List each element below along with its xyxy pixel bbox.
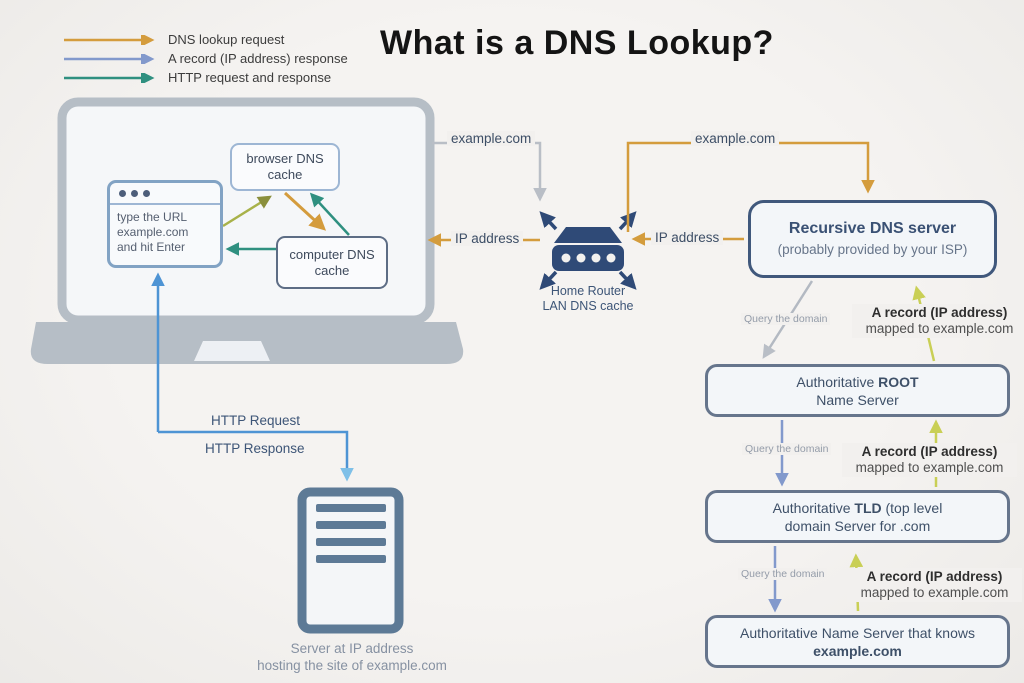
http-request-arrow-to-server: [158, 430, 354, 482]
router-caption-line: Home Router: [550, 284, 626, 298]
dns-lookup-arrow-icon: [64, 34, 155, 45]
a-record-label-2: A record (IP address) mapped to example.…: [842, 443, 1017, 477]
authoritative-nameserver-box: Authoritative Name Server that knows exa…: [705, 615, 1010, 668]
browser-url-line: and hit Enter: [117, 240, 186, 254]
browser-url-text: type the URL example.com and hit Enter: [110, 205, 220, 255]
box-text-line: cache: [267, 167, 303, 182]
a-record-label-3: A record (IP address) mapped to example.…: [847, 568, 1022, 602]
box-text-line: example.com: [813, 642, 902, 660]
query-domain-label-1: Query the domain: [741, 313, 831, 325]
box-text-line: Authoritative ROOT: [796, 373, 918, 391]
box-text: Authoritative: [772, 499, 855, 516]
http-response-label: HTTP Response: [205, 441, 305, 456]
box-text-line: Authoritative TLD (top level: [773, 499, 943, 517]
box-text-line: browser DNS: [246, 151, 324, 166]
box-text-line: cache: [314, 262, 350, 278]
legend-item-http: HTTP request and response: [62, 70, 348, 85]
flow-arrows: [151, 141, 943, 613]
a-record-sub-line: mapped to example.com: [860, 585, 1009, 600]
page-title: What is a DNS Lookup?: [380, 24, 774, 62]
a-record-bold-line: A record (IP address): [871, 305, 1008, 320]
dns-lookup-arrow-browser-to-browsercache: [222, 195, 272, 228]
query-domain-label-2: Query the domain: [742, 443, 832, 455]
browser-window: type the URL example.com and hit Enter: [107, 180, 223, 268]
legend-item-dns-lookup: DNS lookup request: [62, 32, 348, 47]
box-text-bold: TLD: [854, 499, 882, 516]
legend-label: HTTP request and response: [168, 70, 332, 85]
computer-dns-cache-box: computer DNS cache: [276, 236, 388, 289]
http-request-label: HTTP Request: [211, 413, 301, 428]
box-text-line: Authoritative Name Server that knows: [740, 624, 975, 641]
recursive-dns-server-box: Recursive DNS server (probably provided …: [748, 200, 997, 278]
box-text-bold: ROOT: [878, 373, 919, 390]
browser-window-titlebar: [110, 183, 220, 205]
box-text: (top level: [881, 499, 943, 516]
legend-item-a-record: A record (IP address) response: [62, 51, 348, 66]
window-dot-icon: [143, 189, 150, 197]
a-record-arrow-icon: [64, 53, 155, 64]
a-record-sub-line: mapped to example.com: [855, 460, 1004, 475]
http-arrow-icon: [64, 72, 155, 83]
example-request-laptop-to-router: [432, 141, 547, 202]
legend-label: DNS lookup request: [168, 32, 285, 47]
box-title: Recursive DNS server: [788, 219, 957, 237]
legend: DNS lookup request A record (IP address)…: [62, 32, 348, 85]
server-caption-line: hosting the site of example.com: [257, 658, 447, 673]
browser-dns-cache-box: browser DNS cache: [230, 143, 340, 191]
server-caption: Server at IP address hosting the site of…: [232, 640, 472, 674]
a-record-sub-line: mapped to example.com: [865, 321, 1014, 336]
server-icon: [297, 487, 404, 634]
router-icon: [539, 211, 637, 290]
a-record-bold-line: A record (IP address): [861, 444, 998, 459]
ip-address-label-right: IP address: [651, 230, 724, 245]
legend-label: A record (IP address) response: [168, 51, 348, 66]
browser-url-line: example.com: [117, 225, 189, 239]
window-dot-icon: [131, 189, 138, 197]
a-record-bold-line: A record (IP address): [866, 569, 1003, 584]
example-com-label-left: example.com: [447, 131, 536, 146]
box-subtitle: (probably provided by your ISP): [777, 241, 968, 257]
browser-url-line: type the URL: [117, 210, 188, 224]
response-arrow-computercache-to-browsercache: [309, 192, 350, 236]
server-caption-line: Server at IP address: [290, 641, 414, 656]
tld-nameserver-box: Authoritative TLD (top level domain Serv…: [705, 490, 1010, 543]
box-text-line: computer DNS: [289, 246, 375, 262]
box-text-bold: example.com: [813, 642, 902, 659]
router-caption: Home Router LAN DNS cache: [528, 284, 648, 314]
example-com-label-right: example.com: [691, 131, 780, 146]
dns-lookup-arrow-browsercache-to-computercache: [283, 191, 327, 231]
box-text: Authoritative: [796, 373, 879, 390]
box-text-line: domain Server for .com: [784, 517, 931, 534]
router-caption-line: LAN DNS cache: [542, 299, 634, 313]
window-dot-icon: [119, 189, 126, 197]
laptop-icon: [30, 97, 464, 364]
query-domain-label-3: Query the domain: [738, 568, 828, 580]
root-nameserver-box: Authoritative ROOT Name Server: [705, 364, 1010, 417]
box-text-line: Name Server: [816, 391, 899, 408]
a-record-label-1: A record (IP address) mapped to example.…: [852, 304, 1024, 338]
ip-address-label-left: IP address: [451, 231, 524, 246]
